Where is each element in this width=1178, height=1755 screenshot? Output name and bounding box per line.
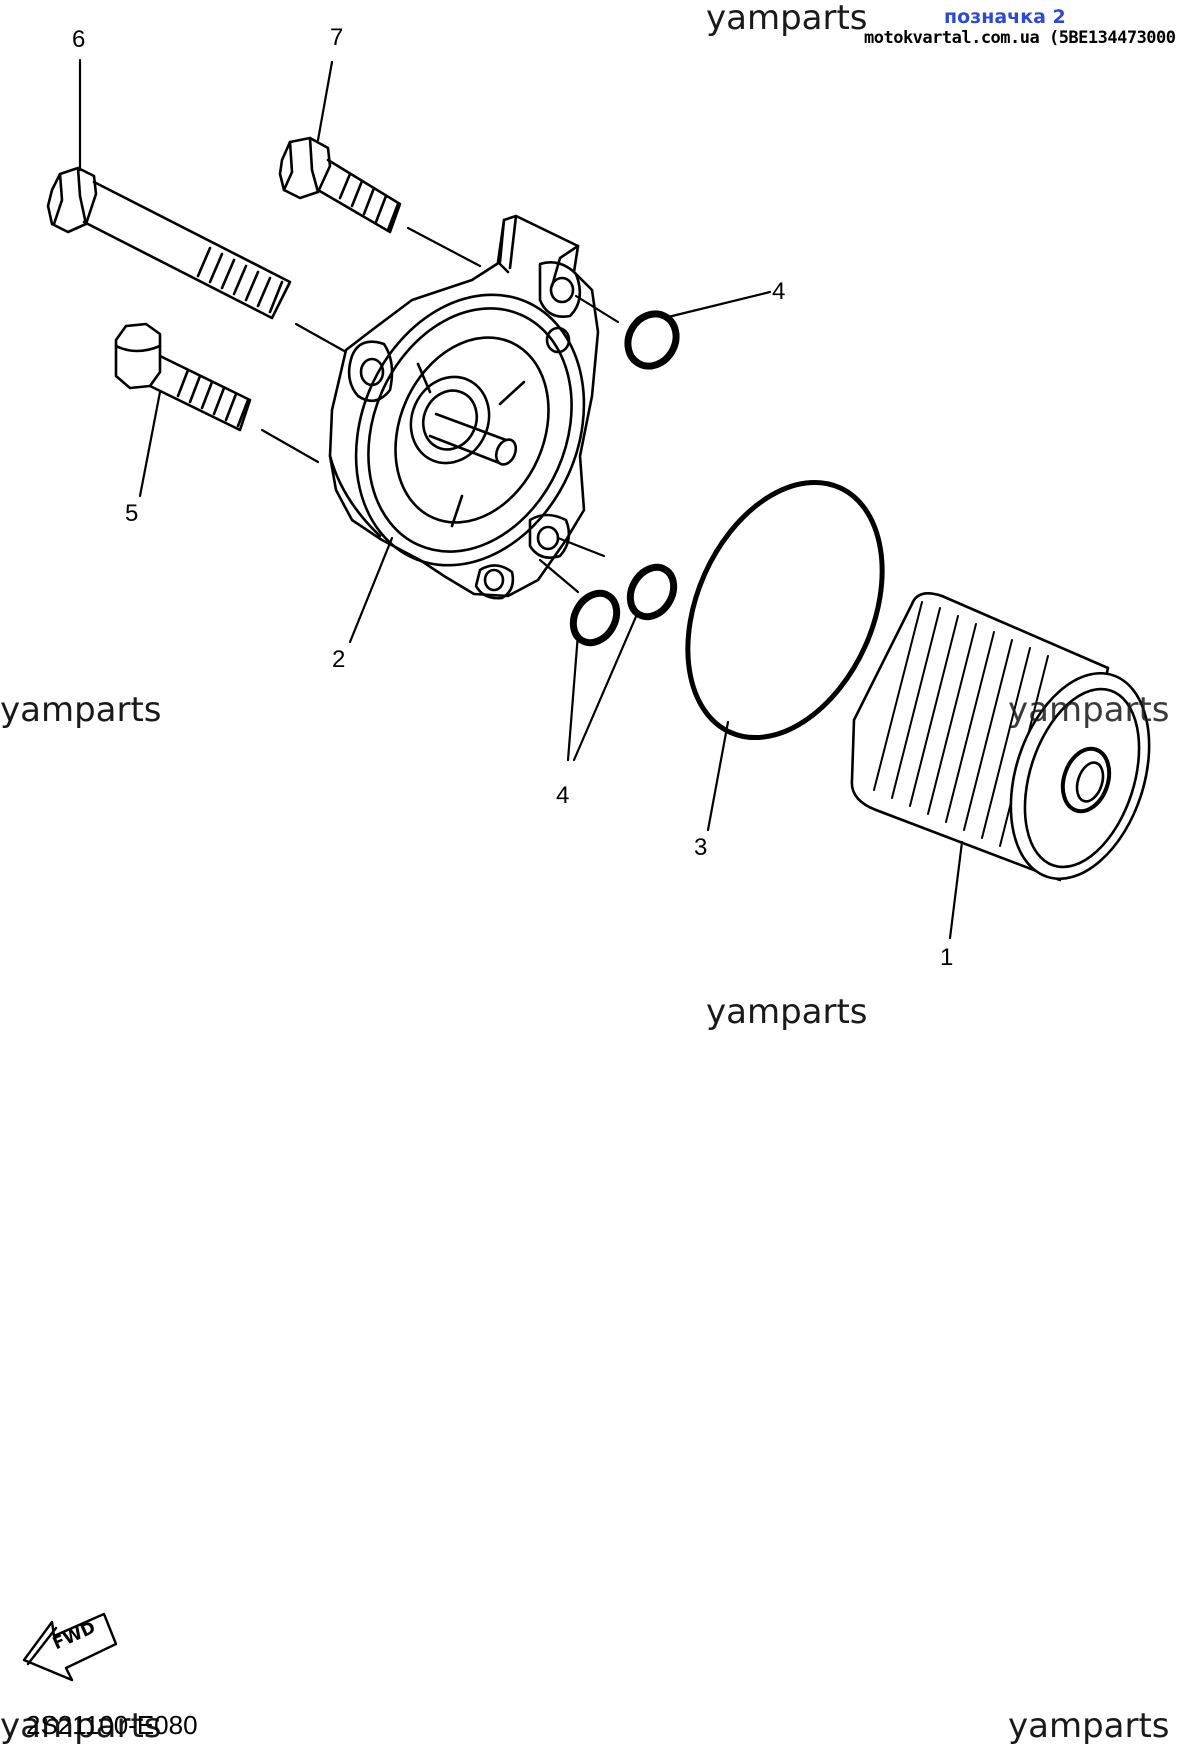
callout-3: 3 bbox=[694, 834, 708, 861]
filter-cover bbox=[328, 214, 600, 600]
short-bolt bbox=[114, 322, 252, 432]
watermark-center: yamparts bbox=[706, 992, 868, 1032]
callout-1: 1 bbox=[940, 944, 954, 971]
watermark-top: yamparts bbox=[706, 0, 868, 38]
watermark-right: yamparts bbox=[1008, 690, 1170, 730]
fwd-arrow-icon bbox=[22, 1612, 118, 1682]
callout-2: 2 bbox=[332, 646, 346, 673]
callout-5: 5 bbox=[125, 500, 139, 527]
oil-filter-element bbox=[850, 592, 1151, 882]
flange-bolt bbox=[278, 136, 402, 234]
callout-4-bottom: 4 bbox=[556, 782, 570, 809]
callout-leaders bbox=[78, 58, 964, 940]
diagram-code: 2S21100-E080 bbox=[26, 1710, 198, 1740]
callout-7: 7 bbox=[330, 24, 344, 51]
large-o-ring bbox=[685, 479, 885, 741]
watermark-bottom-left: yamparts bbox=[0, 1706, 162, 1746]
watermark-bottom-right: yamparts bbox=[1008, 1706, 1170, 1746]
callout-6: 6 bbox=[72, 26, 86, 53]
long-bolt bbox=[46, 166, 292, 320]
callout-4-top: 4 bbox=[772, 278, 786, 305]
watermark-left: yamparts bbox=[0, 690, 162, 730]
source-label: motokvartal.com.ua (5BE134473000) bbox=[864, 28, 1178, 48]
tag-link[interactable]: позначка 2 bbox=[944, 6, 1066, 28]
